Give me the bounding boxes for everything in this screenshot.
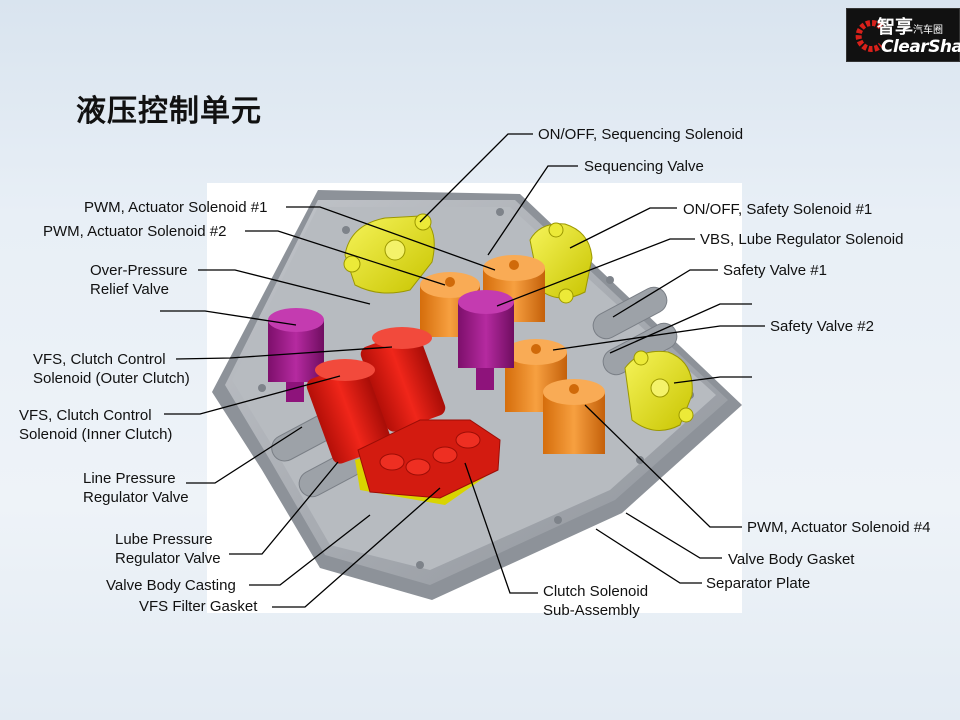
- label-clutch-solenoid-line1: Clutch Solenoid: [543, 583, 649, 600]
- label-lube-pressure-line2: Regulator Valve: [115, 550, 221, 567]
- label-lube-pressure-line1: Lube Pressure: [115, 531, 213, 548]
- leader-lube-pressure: [229, 461, 339, 555]
- leader-clutch-solenoid: [464, 462, 538, 594]
- clutch-solenoid-subassembly-shape: [306, 327, 501, 505]
- label-separator-plate: Separator Plate: [706, 575, 811, 592]
- label-clutch-solenoid-subassembly: Clutch Solenoid Sub-Assembly: [543, 582, 648, 620]
- leader-unlabeled-right-2: [609, 303, 752, 354]
- leader-vfs-inner: [164, 375, 341, 415]
- label-vfs-outer-clutch: VFS, Clutch Control Solenoid (Outer Clut…: [33, 350, 190, 388]
- label-over-pressure-line2: Relief Valve: [90, 281, 169, 298]
- label-vfs-filter-gasket: VFS Filter Gasket: [139, 598, 258, 615]
- label-on-off-safety-solenoid-1: ON/OFF, Safety Solenoid #1: [683, 201, 873, 218]
- leader-vfs-filter-gasket: [272, 487, 441, 608]
- leader-vfs-outer: [175, 346, 393, 360]
- label-vfs-outer-line1: VFS, Clutch Control: [33, 351, 166, 368]
- label-vfs-inner-clutch: VFS, Clutch Control Solenoid (Inner Clut…: [19, 406, 172, 444]
- label-vfs-inner-line2: Solenoid (Inner Clutch): [19, 426, 173, 443]
- leader-on-off-sequencing: [419, 133, 533, 223]
- leader-safety-valve-2: [552, 325, 765, 351]
- safety-solenoid-2-shape: [624, 350, 694, 431]
- leader-valve-body-gasket: [625, 512, 722, 559]
- label-sequencing-valve: Sequencing Valve: [584, 158, 704, 175]
- label-on-off-sequencing-solenoid: ON/OFF, Sequencing Solenoid: [538, 126, 744, 143]
- leader-safety-valve-1: [612, 269, 718, 318]
- label-over-pressure-relief-valve: Over-Pressure Relief Valve: [90, 261, 188, 299]
- label-pwm-actuator-solenoid-2: PWM, Actuator Solenoid #2: [43, 223, 227, 240]
- leader-valve-body-casting: [249, 514, 371, 586]
- logo-english-text: ClearShare: [881, 37, 960, 57]
- leader-unlabeled-left: [160, 310, 297, 326]
- label-line-pressure-regulator: Line Pressure Regulator Valve: [83, 469, 189, 507]
- label-lube-pressure-regulator: Lube Pressure Regulator Valve: [115, 530, 221, 568]
- pwm-actuator-solenoid-4-shape: [543, 379, 605, 454]
- leader-on-off-safety: [569, 207, 677, 249]
- leader-sequencing-valve: [487, 165, 578, 256]
- vbs-lube-regulator-solenoid-shape: [458, 290, 514, 390]
- label-vbs-lube-regulator-solenoid: VBS, Lube Regulator Solenoid: [700, 231, 904, 248]
- label-vfs-outer-line2: Solenoid (Outer Clutch): [33, 370, 190, 387]
- label-pwm-actuator-solenoid-4: PWM, Actuator Solenoid #4: [747, 519, 931, 536]
- valve-body-casting-shape: [212, 190, 742, 600]
- logo-c-icon: [855, 20, 884, 52]
- label-line-pressure-line2: Regulator Valve: [83, 489, 189, 506]
- on-off-safety-solenoid-shape: [529, 222, 593, 304]
- label-line-pressure-line1: Line Pressure: [83, 470, 176, 487]
- label-valve-body-gasket: Valve Body Gasket: [728, 551, 855, 568]
- label-safety-valve-1: Safety Valve #1: [723, 262, 827, 279]
- leader-unlabeled-right: [673, 376, 752, 384]
- logo-chinese-text: 智享汽车圈: [877, 17, 943, 38]
- leader-pwm-actuator-4: [584, 404, 742, 528]
- leader-pwm-actuator-2: [245, 230, 446, 286]
- leader-lines: [160, 133, 765, 608]
- label-clutch-solenoid-line2: Sub-Assembly: [543, 602, 640, 619]
- label-safety-valve-2: Safety Valve #2: [770, 318, 874, 335]
- leader-over-pressure: [198, 269, 371, 305]
- leader-line-pressure: [186, 426, 303, 484]
- clearshare-logo: 智享汽车圈 ClearShare: [846, 8, 960, 62]
- label-pwm-actuator-solenoid-1: PWM, Actuator Solenoid #1: [84, 199, 268, 216]
- label-over-pressure-line1: Over-Pressure: [90, 262, 188, 279]
- leader-separator-plate: [595, 528, 702, 584]
- vfs-outer-clutch-magenta-shape: [268, 308, 324, 402]
- page-title: 液压控制单元: [76, 94, 262, 129]
- leader-pwm-actuator-1: [286, 206, 496, 271]
- label-valve-body-casting: Valve Body Casting: [106, 577, 236, 594]
- leader-vbs-lube: [496, 238, 695, 307]
- label-vfs-inner-line1: VFS, Clutch Control: [19, 407, 152, 424]
